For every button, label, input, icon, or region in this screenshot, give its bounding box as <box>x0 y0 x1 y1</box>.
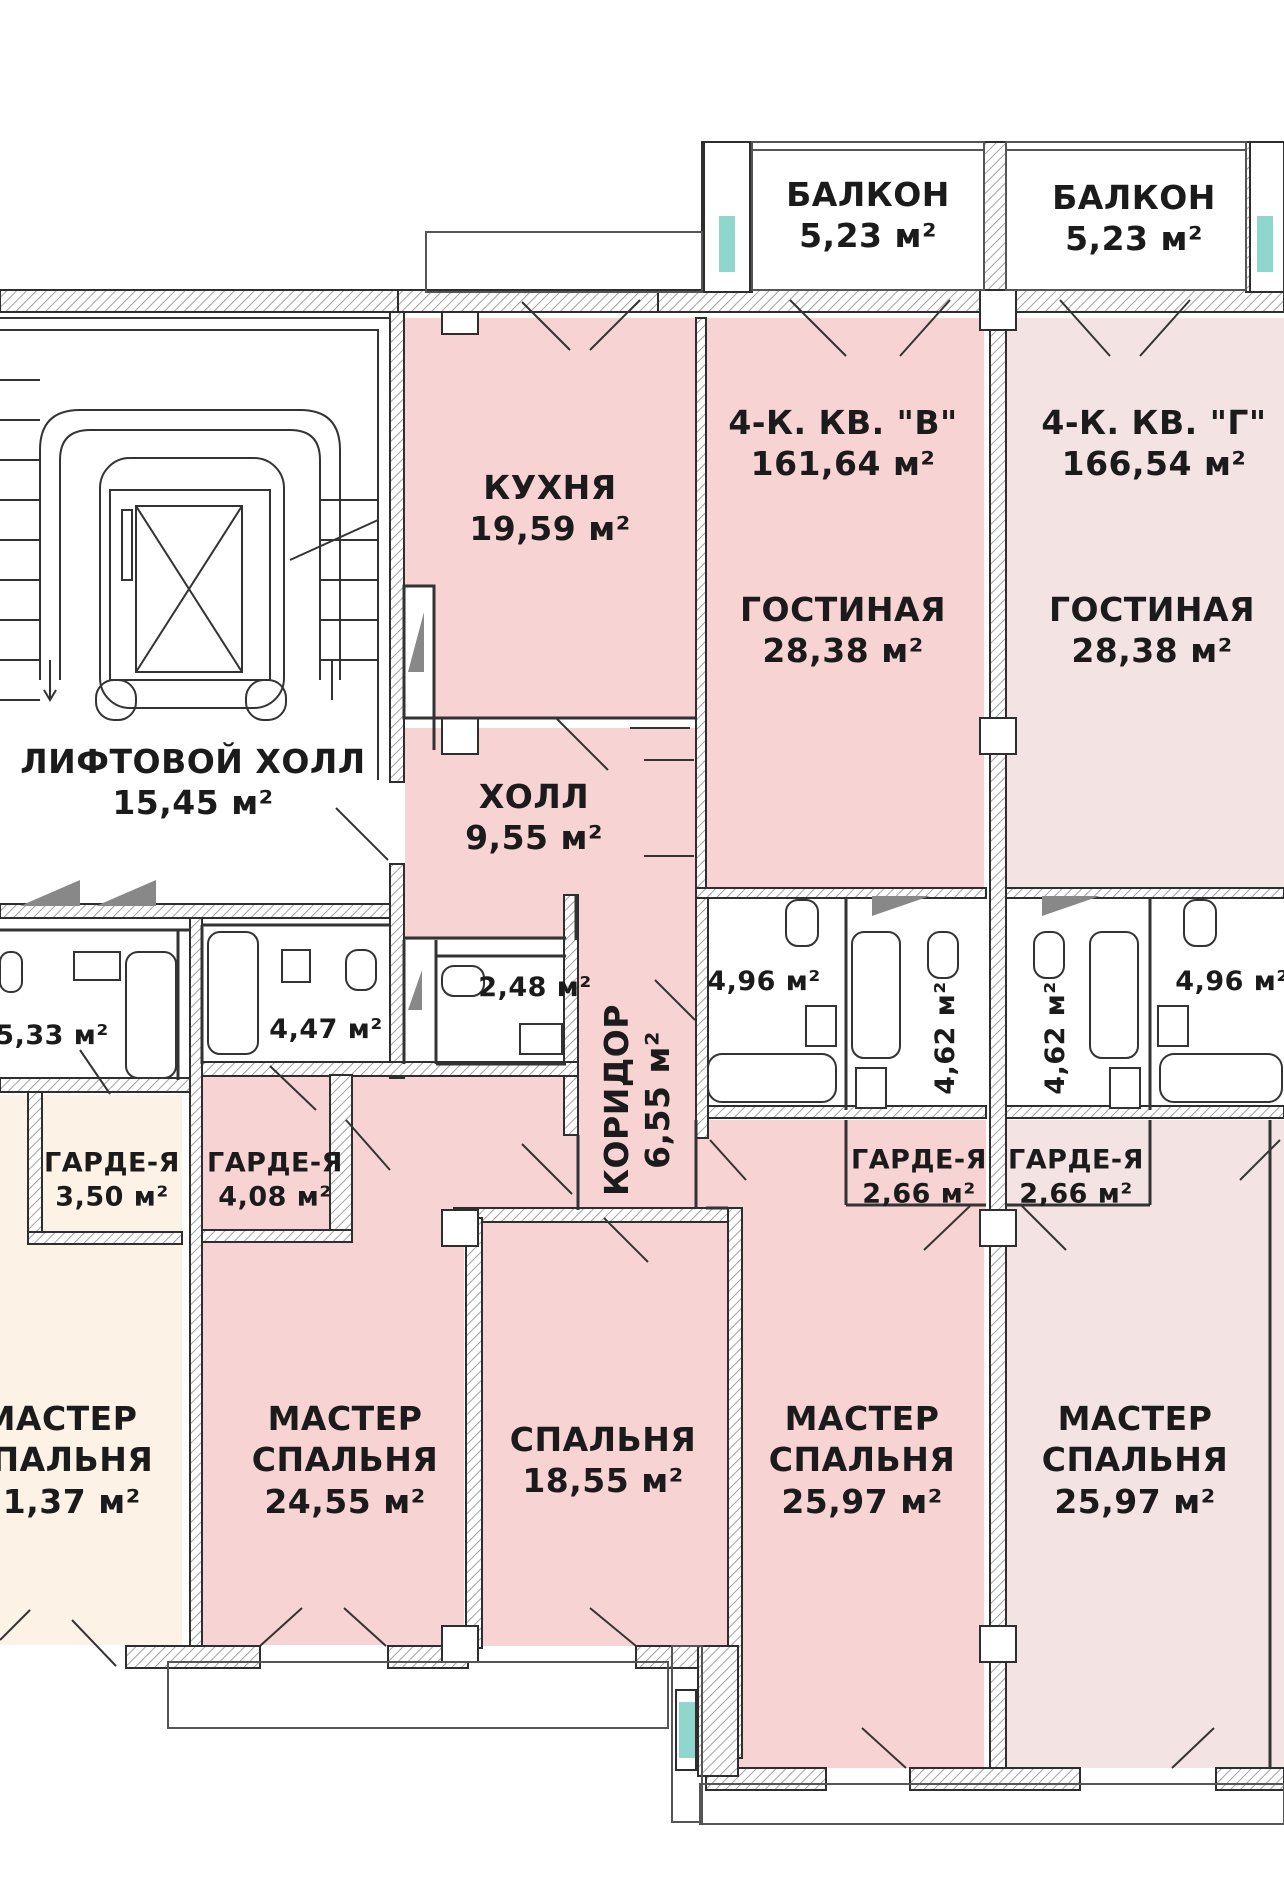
master-left-name1: МАСТЕР <box>0 1399 138 1439</box>
bath-mid-label: 4,47 м² <box>269 1013 382 1047</box>
apt-g-area: 166,54 м² <box>1061 444 1247 483</box>
living-g-fill <box>1006 318 1284 888</box>
lift-hall-area: 15,45 м² <box>112 783 274 822</box>
wc-small-label: 2,48 м² <box>478 971 591 1005</box>
bedroom-label: СПАЛЬНЯ 18,55 м² <box>510 1419 696 1502</box>
wardrobe-left-area: 3,50 м² <box>55 1181 169 1212</box>
corridor-label: КОРИДОР 6,55 м² <box>596 1004 679 1196</box>
bath-b2-area: 4,62 м² <box>930 981 962 1095</box>
kitchen-label: КУХНЯ 19,59 м² <box>469 467 630 550</box>
bath-g1-area: 4,96 м² <box>1175 966 1284 998</box>
kitchen-area: 19,59 м² <box>469 509 631 548</box>
wc-small-area: 2,48 м² <box>478 972 592 1004</box>
kitchen-fill <box>405 318 697 718</box>
lift-hall-name: ЛИФТОВОЙ ХОЛЛ <box>20 741 366 781</box>
walls <box>0 141 1284 1791</box>
apt-b-area: 161,64 м² <box>750 444 936 483</box>
master-left-label: МАСТЕР СПАЛЬНЯ 21,37 м² <box>0 1398 153 1522</box>
wardrobe-b-name: ГАРДЕ-Я <box>851 1144 987 1176</box>
wardrobe-left-label: ГАРДЕ-Я 3,50 м² <box>44 1146 180 1214</box>
apt-g-title: 4-К. КВ. "Г" 166,54 м² <box>1041 402 1266 485</box>
balcony-g-area: 5,23 м² <box>1065 219 1203 258</box>
apt-g-name: 4-К. КВ. "Г" <box>1041 402 1267 442</box>
master-mid-label: МАСТЕР СПАЛЬНЯ 24,55 м² <box>252 1398 438 1522</box>
bath-left-label: 5,33 м² <box>0 1019 109 1053</box>
master-g-area: 25,97 м² <box>1054 1481 1216 1521</box>
hall-area: 9,55 м² <box>465 818 603 857</box>
master-g-name1: МАСТЕР <box>1057 1399 1213 1439</box>
master-mid-name1: МАСТЕР <box>267 1399 423 1439</box>
living-g-area: 28,38 м² <box>1071 631 1233 670</box>
room-fills <box>0 318 1284 1768</box>
bath-b1-area: 4,96 м² <box>707 966 821 998</box>
master-left-name2: СПАЛЬНЯ <box>0 1440 154 1480</box>
master-b-name2: СПАЛЬНЯ <box>768 1440 956 1480</box>
living-g-label: ГОСТИНАЯ 28,38 м² <box>1049 589 1255 672</box>
living-b-area: 28,38 м² <box>762 631 924 670</box>
master-g-label: МАСТЕР СПАЛЬНЯ 25,97 м² <box>1042 1398 1228 1522</box>
master-mid-name2: СПАЛЬНЯ <box>251 1440 439 1480</box>
window-glass <box>679 216 1273 1758</box>
bedroom-name: СПАЛЬНЯ <box>509 1419 697 1459</box>
internal-walls <box>0 584 1272 1768</box>
wardrobe-b-label: ГАРДЕ-Я 2,66 м² <box>851 1143 987 1211</box>
apt-b-name: 4-К. КВ. "В" <box>728 402 958 442</box>
master-g-fill <box>1006 1120 1284 1768</box>
sanitary-fixtures <box>0 899 1283 1109</box>
balcony-b-area: 5,23 м² <box>799 216 937 255</box>
bath-g1-label: 4,96 м² <box>1175 965 1284 999</box>
wardrobe-b-fill <box>846 1120 986 1240</box>
bath-left-area: 5,33 м² <box>0 1020 109 1052</box>
master-b-label: МАСТЕР СПАЛЬНЯ 25,97 м² <box>769 1398 955 1522</box>
bedroom-fill <box>482 1218 728 1646</box>
wardrobe-b-area: 2,66 м² <box>862 1178 976 1209</box>
apt-b-title: 4-К. КВ. "В" 161,64 м² <box>728 402 957 485</box>
wardrobe-mid-label: ГАРДЕ-Я 4,08 м² <box>207 1146 343 1214</box>
wardrobe-g-area: 2,66 м² <box>1019 1178 1133 1209</box>
bath-g2-label: 4,62 м² <box>1039 981 1073 1094</box>
living-b-label: ГОСТИНАЯ 28,38 м² <box>740 589 946 672</box>
master-left-area: 21,37 м² <box>0 1481 141 1521</box>
bedroom-area: 18,55 м² <box>522 1461 684 1500</box>
master-b-area: 25,97 м² <box>781 1481 943 1521</box>
balcony-g-label: БАЛКОН 5,23 м² <box>1052 177 1216 260</box>
balcony-b-label: БАЛКОН 5,23 м² <box>786 174 950 257</box>
master-b-name1: МАСТЕР <box>784 1399 940 1439</box>
living-b-name: ГОСТИНАЯ <box>740 589 946 629</box>
master-mid-top-fill <box>350 1075 578 1215</box>
wardrobe-g-name: ГАРДЕ-Я <box>1008 1144 1144 1176</box>
hall-label: ХОЛЛ 9,55 м² <box>465 776 603 859</box>
doors <box>0 299 1281 1769</box>
wardrobe-mid-fill <box>202 1075 350 1235</box>
wardrobe-mid-name: ГАРДЕ-Я <box>207 1147 343 1179</box>
lift-hall-label: ЛИФТОВОЙ ХОЛЛ 15,45 м² <box>20 741 365 824</box>
living-b-fill <box>706 318 984 888</box>
living-g-name: ГОСТИНАЯ <box>1049 589 1255 629</box>
bath-b2-label: 4,62 м² <box>929 981 963 1094</box>
balcony-g-name: БАЛКОН <box>1052 177 1216 217</box>
master-g-name2: СПАЛЬНЯ <box>1041 1440 1229 1480</box>
master-mid-area: 24,55 м² <box>264 1481 426 1521</box>
kitchen-name: КУХНЯ <box>483 467 617 507</box>
wardrobe-g-label: ГАРДЕ-Я 2,66 м² <box>1008 1143 1144 1211</box>
corridor-name: КОРИДОР <box>596 1004 636 1196</box>
balcony-b-name: БАЛКОН <box>786 174 950 214</box>
corridor-fill <box>578 895 696 1209</box>
bath-g2-area: 4,62 м² <box>1040 981 1072 1095</box>
bath-mid-area: 4,47 м² <box>269 1014 383 1046</box>
wardrobe-mid-area: 4,08 м² <box>218 1181 332 1212</box>
bath-b1-label: 4,96 м² <box>707 965 820 999</box>
hall-name: ХОЛЛ <box>478 776 590 816</box>
stairwell <box>0 317 390 780</box>
corridor-area: 6,55 м² <box>638 1031 677 1169</box>
wardrobe-left-name: ГАРДЕ-Я <box>44 1147 180 1179</box>
balconies <box>167 141 1284 1825</box>
